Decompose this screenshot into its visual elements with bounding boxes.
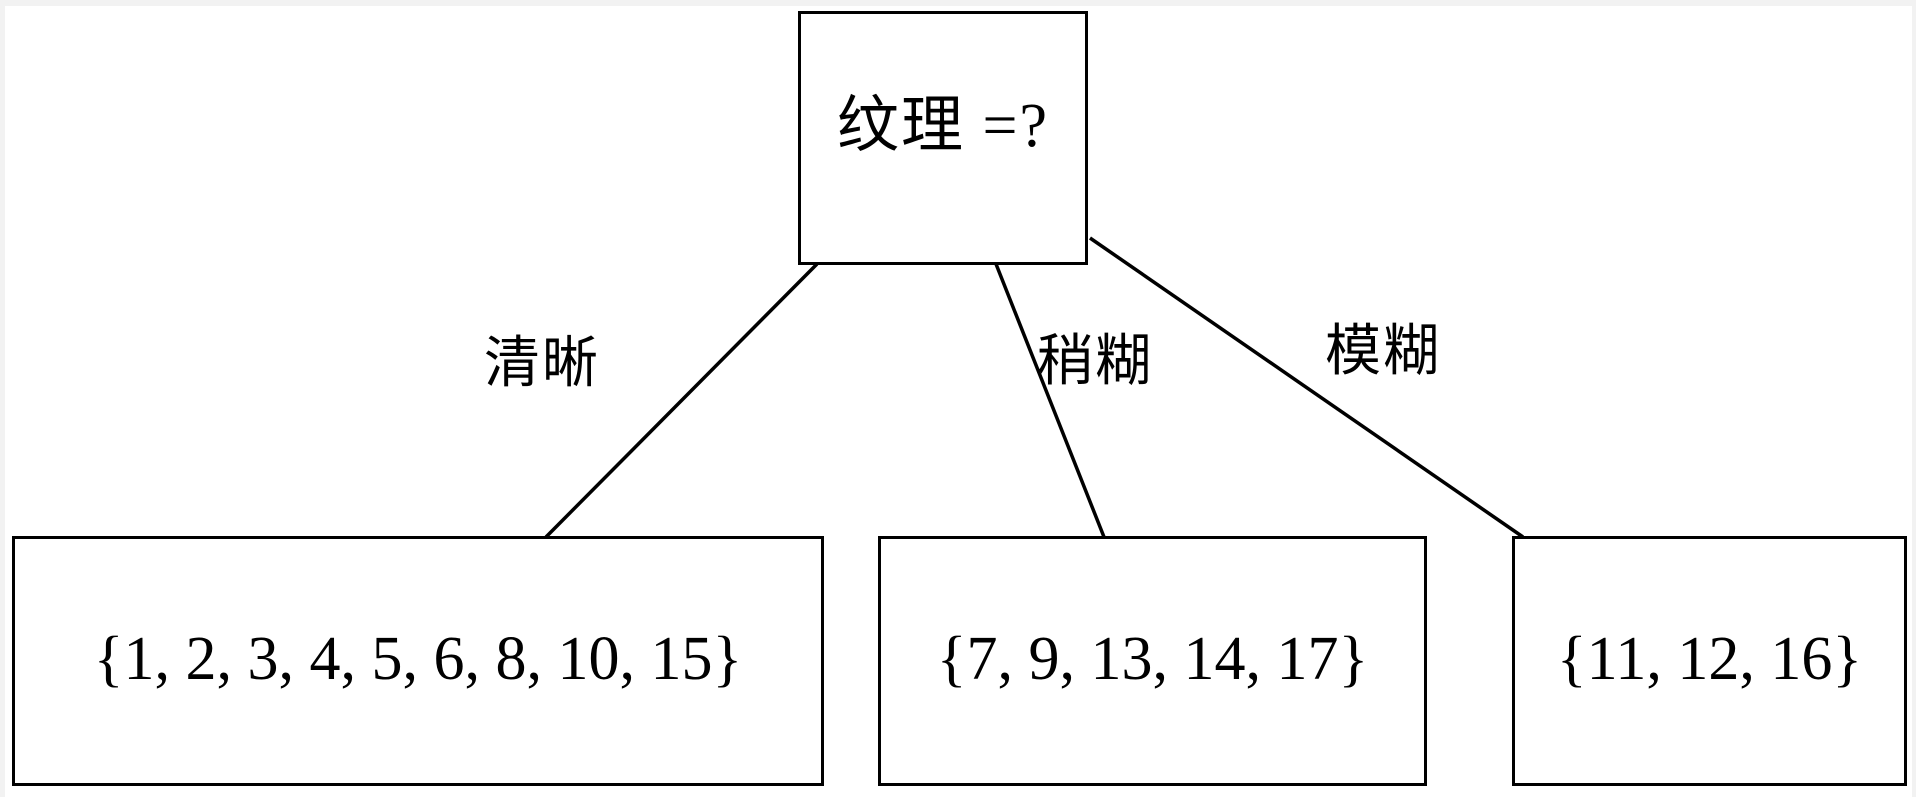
leaf-node-blurry-label: {11, 12, 16}	[1556, 625, 1863, 693]
leaf-node-clear[interactable]: {1, 2, 3, 4, 5, 6, 8, 10, 15}	[12, 536, 824, 786]
edge-root-to-leaf-2	[994, 263, 1106, 538]
root-node[interactable]: 纹理 =?	[798, 11, 1088, 265]
edge-label-blurry: 模糊	[1325, 321, 1441, 383]
leaf-node-slightly-blurry-label: {7, 9, 13, 14, 17}	[936, 625, 1369, 693]
edge-label-slightly-blurry: 稍糊	[1037, 331, 1153, 393]
edge-label-clear: 清晰	[484, 333, 600, 395]
leaf-node-slightly-blurry[interactable]: {7, 9, 13, 14, 17}	[878, 536, 1427, 786]
leaf-node-clear-label: {1, 2, 3, 4, 5, 6, 8, 10, 15}	[93, 625, 743, 693]
edge-root-to-leaf-1	[544, 262, 819, 539]
edge-root-to-leaf-3	[1089, 236, 1524, 539]
leaf-node-blurry[interactable]: {11, 12, 16}	[1512, 536, 1907, 786]
root-node-label: 纹理 =?	[837, 92, 1049, 160]
